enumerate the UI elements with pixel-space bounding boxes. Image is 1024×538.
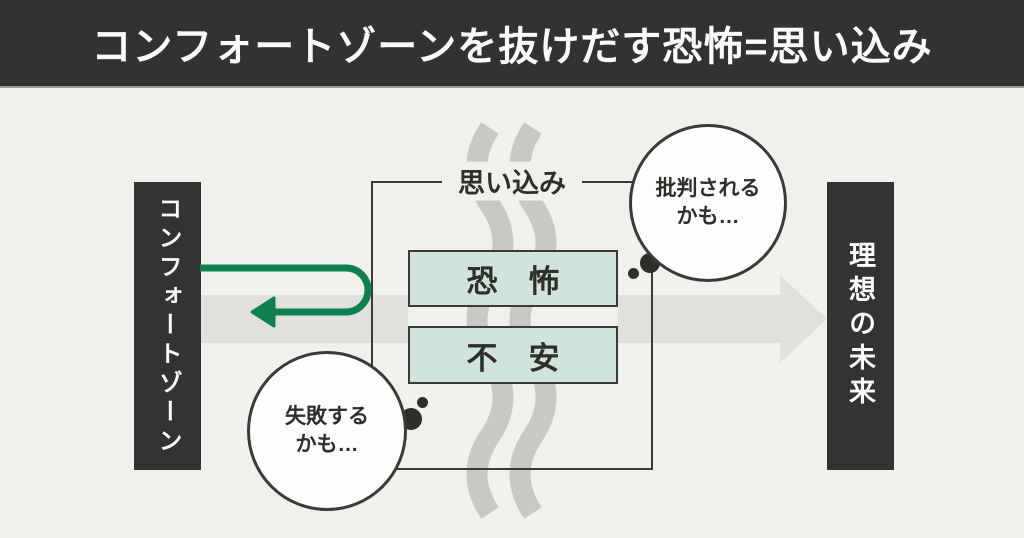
- criticism-bubble-line2: かも…: [676, 205, 740, 228]
- page-title: コンフォートゾーンを抜けだす恐怖=思い込み: [91, 25, 933, 69]
- bubble-tail-dot: [628, 268, 639, 279]
- failure-bubble-line1: 失敗する: [285, 404, 369, 428]
- bubble-tail-dot: [417, 397, 428, 408]
- fear-box: 恐 怖: [408, 250, 618, 307]
- assumption-frame: 思い込み: [371, 161, 653, 470]
- comfort-zone-label: コンフォートゾーン: [154, 195, 181, 457]
- header-bar: コンフォートゾーンを抜けだす恐怖=思い込み: [0, 0, 1024, 88]
- failure-bubble: 失敗する かも…: [247, 351, 407, 511]
- ideal-future-label: 理想の未来: [845, 241, 875, 411]
- anxiety-box: 不 安: [408, 326, 618, 384]
- assumption-frame-label: 思い込み: [442, 161, 582, 201]
- ideal-future-panel: 理想の未来: [827, 182, 894, 470]
- criticism-bubble: 批判される かも…: [629, 124, 787, 282]
- comfort-zone-panel: コンフォートゾーン: [134, 182, 201, 470]
- criticism-bubble-line1: 批判される: [655, 176, 761, 200]
- return-arrow-icon: [200, 264, 372, 328]
- failure-bubble-line2: かも…: [295, 433, 359, 456]
